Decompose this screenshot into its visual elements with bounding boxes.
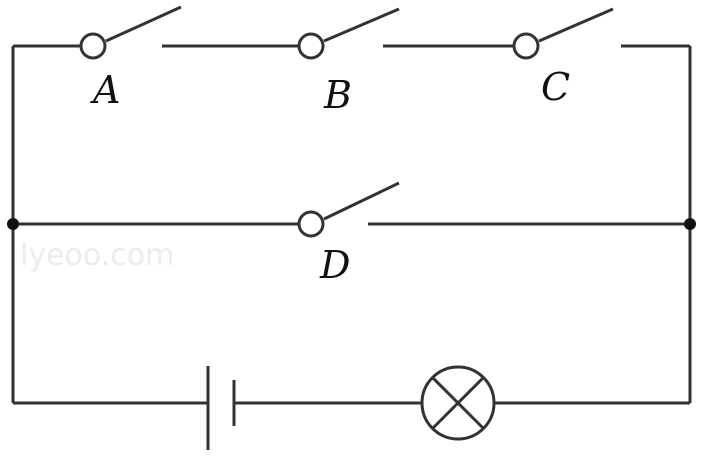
switch-b	[297, 7, 400, 60]
switch-c	[512, 7, 614, 60]
switch-c-label: C	[541, 65, 570, 109]
switch-b-label: B	[323, 73, 352, 117]
watermark-text: lyeoo.com	[20, 238, 174, 273]
junction-left	[7, 218, 19, 230]
switch-d	[297, 181, 400, 238]
switch-a	[79, 5, 182, 60]
switch-a-label: A	[90, 68, 120, 112]
junction-right	[684, 218, 696, 230]
lamp-icon	[420, 365, 496, 441]
switch-d-label: D	[319, 243, 350, 287]
battery-icon	[206, 366, 236, 450]
